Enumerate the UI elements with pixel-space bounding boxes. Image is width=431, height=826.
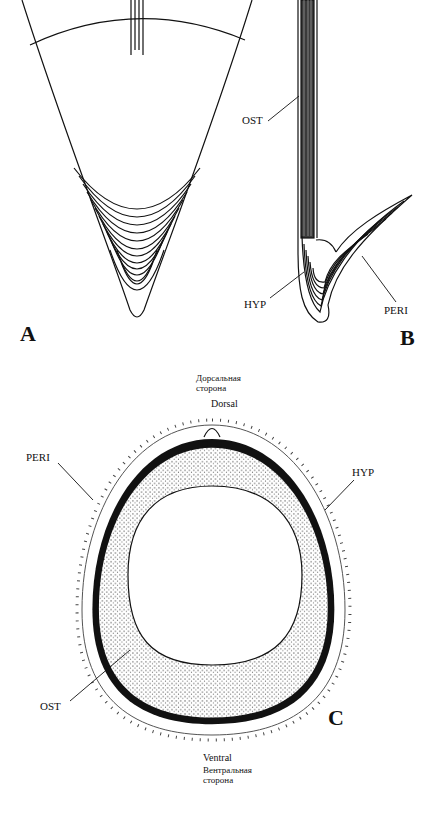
panel-letter: A — [20, 322, 36, 346]
part-label: OST — [40, 700, 61, 712]
part-label: HYP — [352, 466, 374, 478]
cross-section-c — [77, 420, 350, 740]
part-label: PERI — [384, 304, 408, 316]
leader-lines — [58, 96, 396, 701]
side-label: Вентральная сторона — [203, 766, 267, 786]
part-label: OST — [242, 114, 263, 126]
panel-letter: B — [400, 326, 415, 350]
side-label: Ventral — [203, 752, 232, 763]
cone-a — [22, 0, 252, 317]
cone-b — [298, 0, 412, 322]
side-label: Dorsal — [211, 398, 238, 409]
part-label: PERI — [26, 451, 50, 463]
panel-letter: C — [328, 706, 344, 730]
part-label: HYP — [244, 298, 266, 310]
side-label: Дорсальная сторона — [196, 374, 260, 394]
